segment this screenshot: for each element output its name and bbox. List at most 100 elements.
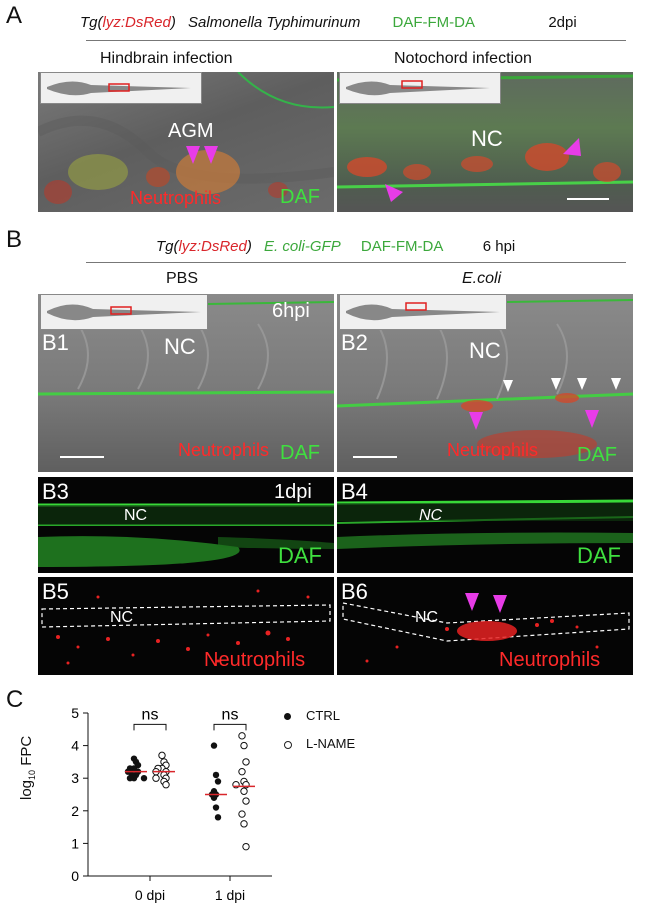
data-point-l-name: [240, 820, 248, 828]
dye-label-b: DAF-FM-DA: [360, 238, 443, 255]
b2-id: B2: [341, 330, 368, 355]
b1-nc: NC: [164, 334, 196, 359]
y-tick-label: 3: [71, 770, 79, 786]
b2-daf: DAF: [577, 444, 617, 466]
b1-id: B1: [42, 330, 69, 355]
daf-label-a: DAF: [280, 186, 320, 208]
b2-neutrophils: Neutrophils: [447, 440, 539, 460]
data-point-l-name: [162, 781, 170, 789]
b4-id: B4: [341, 479, 368, 504]
tg-gene: lyz:DsRed: [102, 14, 171, 31]
b6-id: B6: [341, 579, 368, 604]
b1-daf: DAF: [280, 442, 320, 464]
larva-inset-a-right: [339, 72, 501, 104]
scale-bar-a: [567, 198, 609, 200]
data-point-l-name: [238, 767, 246, 776]
bacteria-label: Salmonella Typhimurinum: [188, 14, 361, 31]
b1-neutrophils: Neutrophils: [178, 440, 270, 460]
x-tick-label: 1 dpi: [215, 887, 245, 903]
sig-label: ns: [142, 706, 159, 723]
b3-nc: NC: [124, 507, 148, 524]
panel-b-letter: B: [6, 226, 23, 253]
magenta-arrowheads-agm: [186, 146, 218, 164]
image-b5: B5 NC Neutrophils: [38, 577, 334, 675]
b3-time: 1dpi: [274, 481, 312, 503]
b5-id: B5: [42, 579, 69, 604]
larva-inset-a-left: [40, 72, 202, 104]
scale-bar-b1: [60, 456, 104, 458]
time-label-b: 6 hpi: [482, 238, 516, 255]
b4-daf: DAF: [577, 543, 621, 568]
notochord-title: Notochord infection: [394, 50, 532, 67]
b5-neutrophils: Neutrophils: [204, 649, 306, 671]
data-point-ctrl: [214, 814, 222, 821]
b6-nc: NC: [415, 609, 439, 626]
data-point-ctrl: [214, 778, 222, 785]
panel-c-letter: C: [6, 686, 24, 713]
data-point-ctrl: [210, 794, 218, 801]
legend-marker-filled: [284, 713, 291, 720]
larva-inset-b1: [40, 294, 208, 330]
b6-neutrophils: Neutrophils: [499, 649, 601, 671]
y-tick-label: 2: [71, 803, 79, 819]
tg-prefix: Tg(: [80, 14, 103, 31]
sig-bracket: [133, 723, 167, 731]
data-point-l-name: [242, 797, 250, 805]
magenta-arrowheads-b6: [465, 593, 507, 613]
legend-marker-open: [284, 741, 292, 749]
b1-time: 6hpi: [272, 300, 310, 322]
sig-bracket: [213, 723, 247, 731]
image-b3: B3 1dpi NC DAF: [38, 477, 334, 573]
neutrophils-label-a: Neutrophils: [130, 188, 222, 208]
panel-b-rule: [86, 262, 626, 263]
data-point-l-name: [242, 758, 250, 766]
magenta-arrowhead-upper: [563, 138, 581, 156]
agm-label: AGM: [168, 120, 214, 142]
magenta-arrowhead-lower: [385, 184, 403, 202]
y-tick-label: 0: [71, 868, 79, 884]
b2-nc: NC: [469, 338, 501, 363]
dye-label: DAF-FM-DA: [392, 14, 475, 31]
data-point-ctrl: [212, 804, 220, 811]
b3-id: B3: [42, 479, 69, 504]
notochord-image: NC: [337, 72, 633, 212]
tg-suffix-b: ): [246, 238, 252, 255]
y-tick-label: 1: [71, 835, 79, 851]
hindbrain-image: AGM Neutrophils DAF: [38, 72, 334, 212]
tg-suffix: ): [170, 14, 176, 31]
panel-b-header: Tg(lyz:DsRed) E. coli-GFP DAF-FM-DA 6 hp…: [156, 238, 515, 255]
magenta-arrowheads-b2: [469, 410, 599, 430]
data-point-ctrl: [140, 775, 148, 782]
b5-nc: NC: [110, 609, 134, 626]
data-point-l-name: [158, 751, 166, 760]
data-point-l-name: [152, 774, 160, 782]
nc-label-a: NC: [471, 126, 503, 151]
data-point-ctrl: [210, 742, 218, 749]
scale-bar-b2: [353, 456, 397, 458]
ecoli-col-title: E.coli: [462, 270, 502, 287]
legend-label-lname: L-NAME: [306, 736, 356, 751]
data-point-ctrl: [126, 775, 134, 782]
b3-daf: DAF: [278, 543, 322, 568]
y-tick-label: 5: [71, 705, 79, 721]
tg-prefix-b: Tg(: [156, 238, 179, 255]
data-point-ctrl: [212, 771, 220, 779]
b4-nc: NC: [419, 507, 443, 524]
legend-label-ctrl: CTRL: [306, 708, 340, 723]
hindbrain-title: Hindbrain infection: [100, 50, 233, 67]
larva-inset-b2: [339, 294, 507, 330]
image-b2: B2 NC Neutrophils DAF: [337, 294, 633, 472]
pbs-col-title: PBS: [166, 270, 199, 287]
y-tick-label: 4: [71, 738, 79, 754]
panel-a-rule: [86, 40, 626, 41]
data-point-l-name: [242, 842, 250, 851]
image-b6: B6 NC Neutrophils: [337, 577, 633, 675]
panel-a-header: Tg(lyz:DsRed) Salmonella Typhimurinum DA…: [80, 14, 577, 31]
image-b1: B1 6hpi NC Neutrophils DAF: [38, 294, 334, 472]
x-tick-label: 0 dpi: [135, 887, 165, 903]
sig-label: ns: [222, 706, 239, 723]
time-label: 2dpi: [548, 14, 577, 31]
data-point-l-name: [238, 732, 246, 740]
panel-a-letter: A: [6, 2, 23, 29]
